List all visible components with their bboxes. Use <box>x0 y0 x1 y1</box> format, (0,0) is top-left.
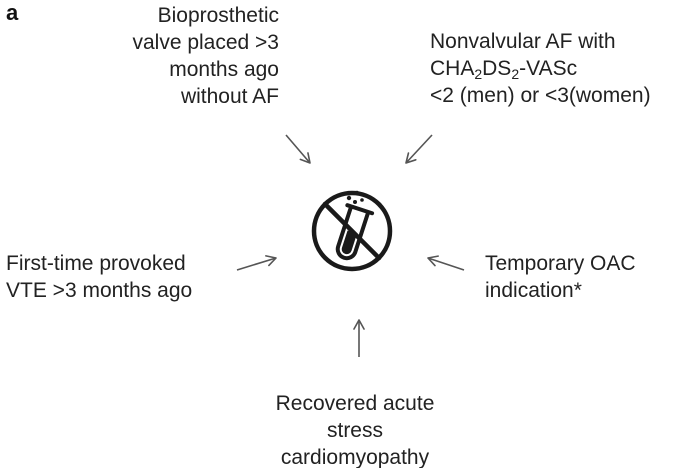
node-text-line: VTE >3 months ago <box>6 279 193 302</box>
score-prefix: CHA <box>430 57 475 80</box>
arrow-from-bioprosthetic <box>285 134 311 164</box>
node-text-line: Temporary OAC <box>485 252 636 275</box>
no-anticoagulant-vial-icon <box>311 190 393 272</box>
node-text-line: stress <box>326 419 383 442</box>
score-suffix: -VASc <box>519 57 578 80</box>
prohibition-circle <box>311 190 393 272</box>
bubble-dot <box>354 190 360 196</box>
vial-icon <box>335 203 375 261</box>
arrow-from-temporary-oac <box>427 255 465 271</box>
node-text-line: without AF <box>180 85 279 108</box>
node-text-line: months ago <box>169 58 279 81</box>
prohibition-slash <box>322 201 382 261</box>
score-subscript: 2 <box>474 66 483 82</box>
node-provoked-vte: First-time provoked VTE >3 months ago <box>6 250 192 304</box>
node-text-line: Recovered acute <box>275 392 435 415</box>
node-text-line: <2 (men) or <3(women) <box>430 84 651 107</box>
node-text-line: Bioprosthetic <box>157 4 279 27</box>
node-text-line: valve placed >3 <box>132 31 279 54</box>
node-text-line: Nonvalvular AF with <box>430 30 616 53</box>
node-stress-cardiomyopathy: Recovered acute stress cardiomyopathy <box>200 390 510 468</box>
score-subscript: 2 <box>511 66 520 82</box>
node-bioprosthetic-valve: Bioprosthetic valve placed >3 months ago… <box>132 2 279 110</box>
node-text-line: First-time provoked <box>6 252 186 275</box>
bubble-dot <box>353 200 357 204</box>
bubble-dot <box>360 198 364 202</box>
node-text-line-score: CHA2DS2-VASc <box>430 55 651 82</box>
panel-label: a <box>6 0 19 25</box>
score-mid: DS <box>482 57 512 80</box>
node-text-line: indication* <box>485 279 582 302</box>
node-nonvalvular-af: Nonvalvular AF with CHA2DS2-VASc <2 (men… <box>430 28 651 109</box>
bubble-dot <box>346 195 352 201</box>
arrow-from-nonvalvular-af <box>405 134 433 164</box>
node-text-line: cardiomyopathy <box>280 446 430 468</box>
node-temporary-oac: Temporary OAC indication* <box>485 250 636 304</box>
arrow-from-provoked-vte <box>236 255 277 271</box>
